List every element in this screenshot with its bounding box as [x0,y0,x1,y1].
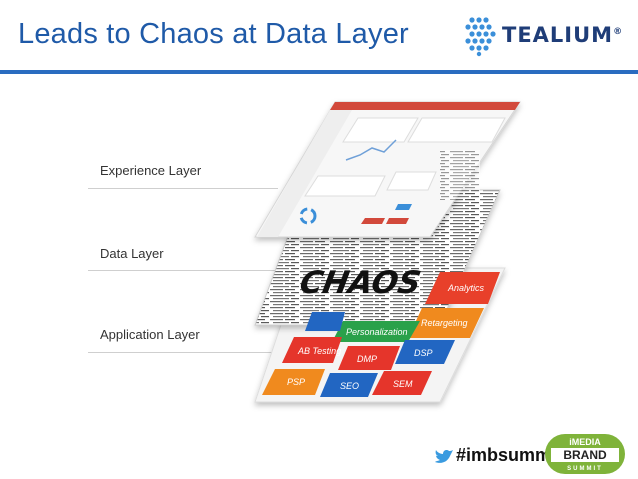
svg-text:SUMMIT: SUMMIT [567,466,603,472]
tile-sem: SEM [372,371,432,395]
experience-layer-label: Experience Layer [100,163,202,178]
slide-title: Leads to Chaos at Data Layer [18,18,409,50]
brand-summit-badge: iMEDIA BRAND SUMMIT [545,434,625,474]
event-hashtag: #imbsummit [456,445,563,465]
data-layer-label: Data Layer [100,246,164,261]
logo-wordmark: TEALIUM® [502,23,624,47]
tile-dmp: DMP [338,346,400,370]
application-tiles: Analytics Retargeting Personalization AB… [262,272,500,397]
svg-text:PSP: PSP [287,377,305,387]
data-layer-line [88,270,278,271]
svg-text:DMP: DMP [357,354,377,364]
title-underline [0,70,638,74]
application-layer-label: Application Layer [100,327,200,342]
tealium-dots-icon [465,17,496,57]
svg-text:BRAND: BRAND [563,448,607,462]
experience-layer-plane [254,101,521,238]
application-layer-line [88,352,278,353]
svg-text:iMEDIA: iMEDIA [569,437,601,447]
svg-text:SEM: SEM [393,379,413,389]
svg-text:DSP: DSP [414,348,433,358]
experience-layer-line [88,188,278,189]
tealium-logo: TEALIUM® [462,14,632,58]
tile-dsp: DSP [395,340,455,364]
svg-text:AB Testing: AB Testing [297,346,341,356]
svg-text:Analytics: Analytics [447,283,485,293]
svg-text:Retargeting: Retargeting [421,318,468,328]
tile-psp: PSP [262,369,325,395]
tile-seo: SEO [320,373,378,397]
tile-ab-testing: AB Testing [282,337,342,363]
chaos-text: CHAOS [297,265,424,301]
svg-text:SEO: SEO [340,381,359,391]
twitter-bird-icon [435,450,453,463]
tile-partial-blue [305,312,345,331]
svg-text:Personalization: Personalization [346,327,408,337]
tile-analytics: Analytics [425,272,500,304]
tile-personalization: Personalization [332,321,420,342]
tile-retargeting: Retargeting [408,308,484,338]
